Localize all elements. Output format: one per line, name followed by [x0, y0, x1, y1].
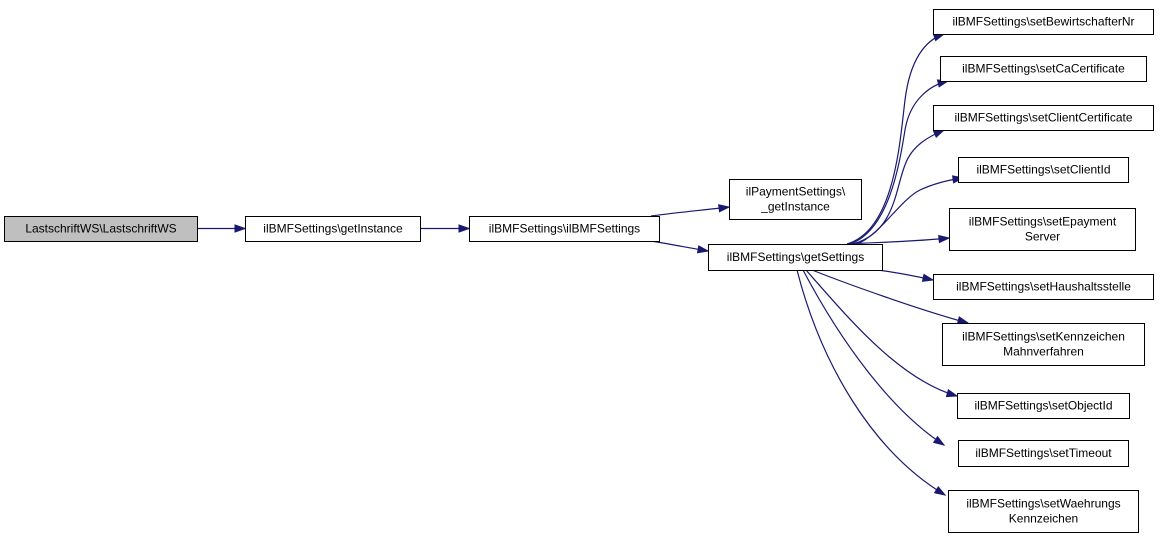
node-label-line: Kennzeichen: [1009, 512, 1078, 526]
node-set-haushaltsstelle[interactable]: ilBMFSettings\setHaushaltsstelle: [933, 274, 1154, 300]
node-label-line: LastschriftWS\LastschriftWS: [25, 222, 176, 236]
edge-line: [849, 80, 949, 245]
node-box: [469, 216, 660, 242]
node-label-line: ilBMFSettings\setBewirtschafterNr: [952, 15, 1134, 29]
arrowhead-icon: [945, 389, 959, 398]
node-set-client-certificate[interactable]: ilBMFSettings\setClientCertificate: [933, 105, 1154, 131]
edge-line: [846, 33, 945, 245]
node-label-line: Server: [1025, 230, 1060, 244]
edge-line: [796, 269, 946, 496]
node-box: [708, 244, 883, 271]
arrowhead-icon: [932, 435, 946, 446]
node-label-line: ilBMFSettings\getSettings: [727, 250, 864, 264]
node-box: [942, 323, 1145, 366]
node-box: [948, 490, 1139, 533]
node-set-bewirtschafter-nr[interactable]: ilBMFSettings\setBewirtschafterNr: [933, 9, 1154, 35]
node-label-line: ilBMFSettings\setClientId: [976, 163, 1110, 177]
node-constructor[interactable]: ilBMFSettings\ilBMFSettings: [469, 216, 660, 242]
arrowhead-icon: [932, 129, 946, 139]
node-box: [729, 179, 862, 220]
arrowhead-icon: [718, 204, 731, 213]
edge-line: [811, 269, 969, 324]
edge-get-settings-to-set-waehrungs-kennzeichen: [796, 269, 947, 496]
edge-get-settings-to-set-timeout: [802, 269, 946, 446]
node-label-line: ilBMFSettings\setObjectId: [974, 399, 1112, 413]
edge-get-settings-to-set-epayment-server: [846, 234, 951, 245]
arrowhead-icon: [933, 485, 947, 496]
edge-root-to-get-instance: [197, 224, 247, 233]
edge-constructor-to-get-settings: [650, 240, 710, 254]
node-box: [957, 393, 1130, 419]
node-get-instance[interactable]: ilBMFSettings\getInstance: [245, 216, 421, 242]
node-label-line: ilBMFSettings\setHaushaltsstelle: [956, 280, 1131, 294]
node-box: [4, 216, 198, 242]
edge-get-settings-to-set-client-id: [856, 175, 965, 245]
arrowhead-icon: [956, 316, 970, 325]
node-box: [940, 56, 1147, 82]
node-label-line: ilBMFSettings\setWaehrungs: [966, 497, 1120, 511]
nodes-layer: LastschriftWS\LastschriftWS ilBMFSettings…: [4, 9, 1154, 533]
node-label-line: ilBMFSettings\getInstance: [263, 222, 403, 236]
node-box: [933, 274, 1154, 300]
arrowhead-icon: [696, 245, 710, 254]
node-label-line: ilBMFSettings\setEpayment: [969, 215, 1117, 229]
node-set-timeout[interactable]: ilBMFSettings\setTimeout: [958, 440, 1129, 467]
edge-get-settings-to-set-ca-certificate: [849, 79, 950, 245]
arrowhead-icon: [938, 234, 951, 244]
arrowhead-icon: [458, 224, 471, 233]
node-box: [933, 105, 1154, 131]
node-set-ca-certificate[interactable]: ilBMFSettings\setCaCertificate: [940, 56, 1147, 82]
edge-line: [846, 237, 950, 245]
edge-constructor-to-payment-get-instance: [650, 204, 731, 217]
node-payment-get-instance[interactable]: ilPaymentSettings\_getInstance: [729, 179, 862, 220]
node-box: [933, 9, 1154, 35]
node-label-line: Mahnverfahren: [1003, 345, 1084, 359]
edge-line: [805, 269, 958, 397]
node-set-client-id[interactable]: ilBMFSettings\setClientId: [958, 157, 1129, 183]
node-label-line: ilBMFSettings\setTimeout: [975, 446, 1112, 460]
arrowhead-icon: [234, 224, 247, 233]
edge-line: [856, 177, 964, 245]
node-box: [958, 440, 1129, 467]
edge-get-instance-to-constructor: [420, 224, 471, 233]
node-label-line: _getInstance: [760, 200, 830, 214]
node-label-line: ilBMFSettings\setKennzeichen: [962, 330, 1125, 344]
node-set-kennzeichen-mahnverfahren[interactable]: ilBMFSettings\setKennzeichenMahnverfahre…: [942, 323, 1145, 366]
node-label-line: ilBMFSettings\setClientCertificate: [954, 111, 1132, 125]
arrowhead-icon: [921, 273, 935, 282]
node-set-object-id[interactable]: ilBMFSettings\setObjectId: [957, 393, 1130, 419]
edge-get-settings-to-set-haushaltsstelle: [877, 269, 935, 282]
node-root[interactable]: LastschriftWS\LastschriftWS: [4, 216, 198, 242]
edge-line: [802, 269, 945, 446]
node-box: [958, 157, 1129, 183]
node-box: [245, 216, 421, 242]
node-label-line: ilPaymentSettings\: [746, 185, 846, 199]
node-label-line: ilBMFSettings\ilBMFSettings: [489, 222, 640, 236]
node-get-settings[interactable]: ilBMFSettings\getSettings: [708, 244, 883, 271]
edges-layer: [197, 33, 970, 496]
edge-get-settings-to-set-object-id: [805, 269, 959, 398]
node-box: [949, 208, 1136, 251]
edge-line: [650, 206, 730, 217]
node-label-line: ilBMFSettings\setCaCertificate: [962, 62, 1125, 76]
